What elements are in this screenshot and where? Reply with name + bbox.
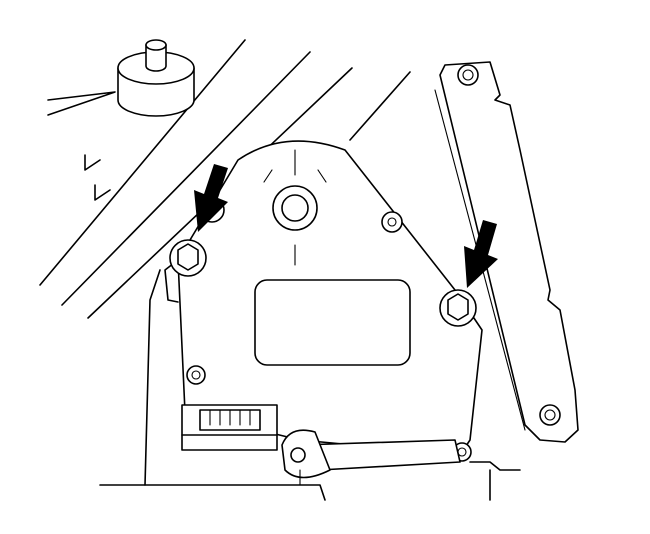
knob <box>117 39 195 117</box>
arrow-icon <box>464 220 498 288</box>
base <box>99 461 521 501</box>
connector <box>181 404 278 451</box>
label-window <box>254 279 411 366</box>
link-arm <box>281 429 461 479</box>
arrow-icon <box>194 164 228 232</box>
actuator-body <box>144 140 483 486</box>
bracket <box>434 61 579 443</box>
